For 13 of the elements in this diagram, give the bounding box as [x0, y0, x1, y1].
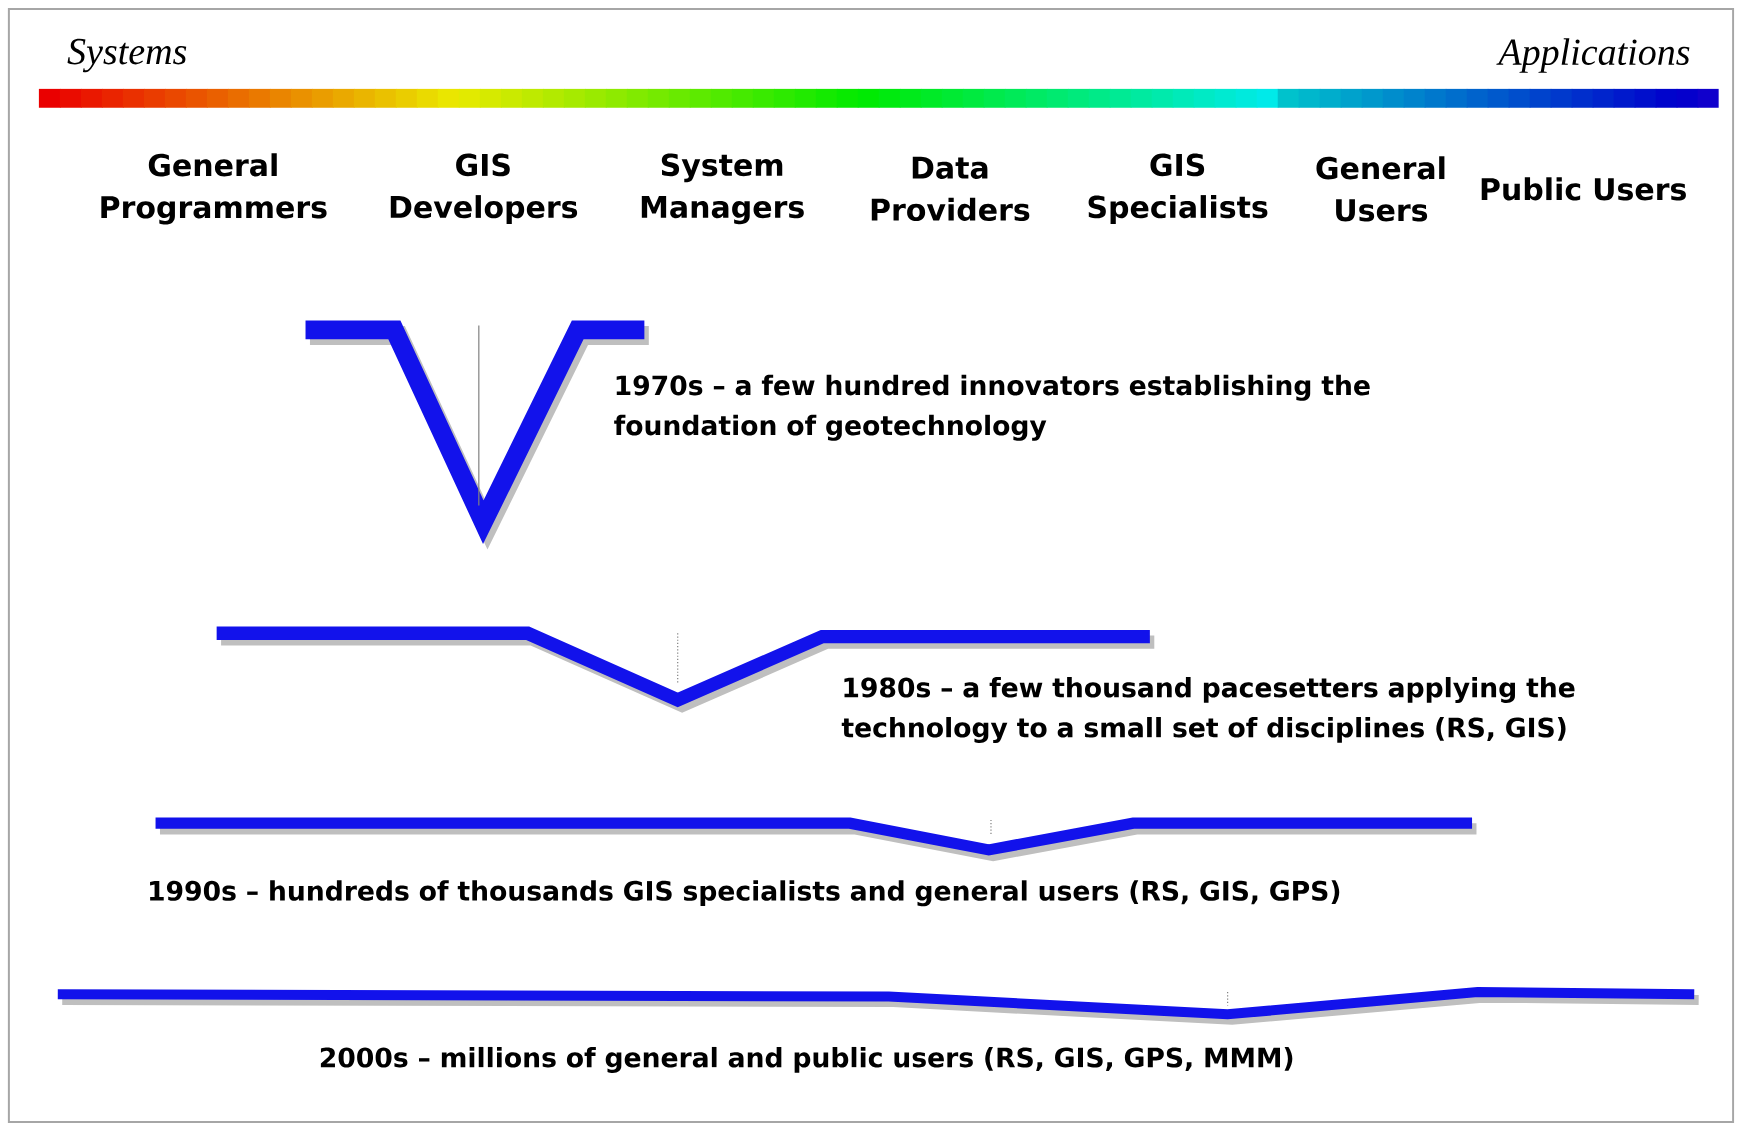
axis-label: Systems [67, 38, 187, 73]
role-label: General Users [1316, 156, 1445, 222]
role-label: System Managers [641, 153, 804, 225]
era-description: 1990s – hundreds of thousands GIS specialists and general users (RS, GIS, GPS) [150, 880, 1340, 907]
role-label: Data Providers [871, 156, 1030, 221]
era-description: 2000s – millions of general and public users (RS, GIS, GPS, MMM) [320, 1046, 1293, 1073]
era-description: 1980s – a few thousand pacesetters applying the technology to a small set of disciplines (RS, GIS) [841, 677, 1575, 743]
axis-label: Applications [1496, 38, 1690, 73]
role-label: Public Users [1481, 177, 1686, 201]
era-description: 1970s – a few hundred innovators establishing the foundation of geotechnology [614, 374, 1370, 441]
role-label: GIS Specialists [1088, 153, 1268, 225]
role-label: General Programmers [101, 153, 327, 225]
role-label: GIS Developers [390, 153, 578, 225]
